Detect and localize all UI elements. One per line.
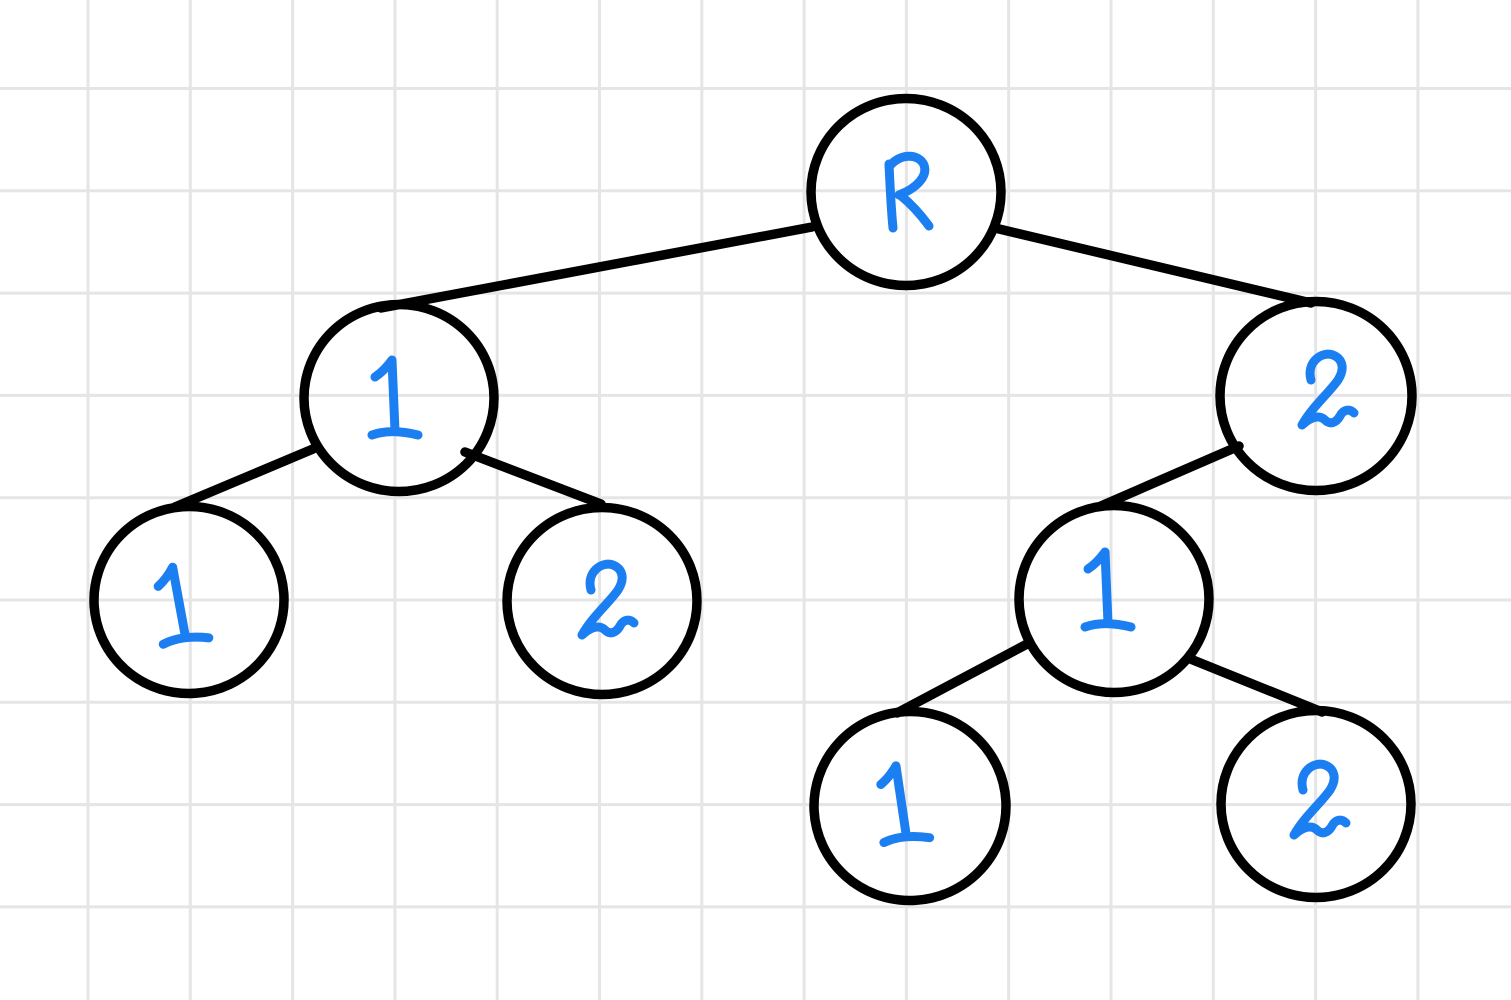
tree-node-L[interactable]: 1 (299, 299, 499, 497)
node-label-glyph (1289, 759, 1351, 840)
node-label-glyph (577, 559, 639, 640)
node-label-glyph (884, 151, 934, 233)
node-label-glyph (876, 761, 935, 848)
tree-node-RLR[interactable]: 2 (1216, 705, 1416, 903)
tree-node-root[interactable]: R (806, 93, 1006, 291)
node-circle[interactable] (502, 502, 702, 700)
tree-edge-RL-RLR[interactable] (1183, 653, 1327, 717)
tree-node-R2[interactable]: 2 (1215, 296, 1417, 496)
node-label-glyph (153, 562, 214, 649)
tree-edge-R2-RL[interactable] (1096, 441, 1244, 511)
node-circle[interactable] (1215, 296, 1417, 496)
node-label-glyph (1297, 349, 1359, 430)
tree-edge-root-R2[interactable] (990, 223, 1316, 308)
tree-edge-L-LR[interactable] (460, 447, 606, 509)
tree-edge-RL-RLL[interactable] (892, 638, 1034, 718)
node-circle[interactable] (809, 706, 1011, 906)
tree-edge-root-L[interactable] (376, 222, 817, 313)
edge-layer (170, 222, 1327, 718)
tree-node-LL[interactable]: 1 (88, 500, 291, 700)
tree-node-RLL[interactable]: 1 (809, 706, 1011, 906)
node-circle[interactable] (88, 500, 291, 700)
node-circle[interactable] (1014, 500, 1214, 698)
node-circle[interactable] (806, 93, 1006, 291)
tree-edge-L-LL[interactable] (170, 444, 318, 512)
node-layer: R1212112 (88, 93, 1417, 906)
tree-node-LR[interactable]: 2 (502, 502, 702, 700)
tree-node-RL[interactable]: 1 (1014, 500, 1214, 698)
node-label-glyph (367, 355, 423, 440)
node-label-glyph (1080, 547, 1136, 632)
node-circle[interactable] (1216, 705, 1416, 903)
node-circle[interactable] (299, 299, 499, 497)
